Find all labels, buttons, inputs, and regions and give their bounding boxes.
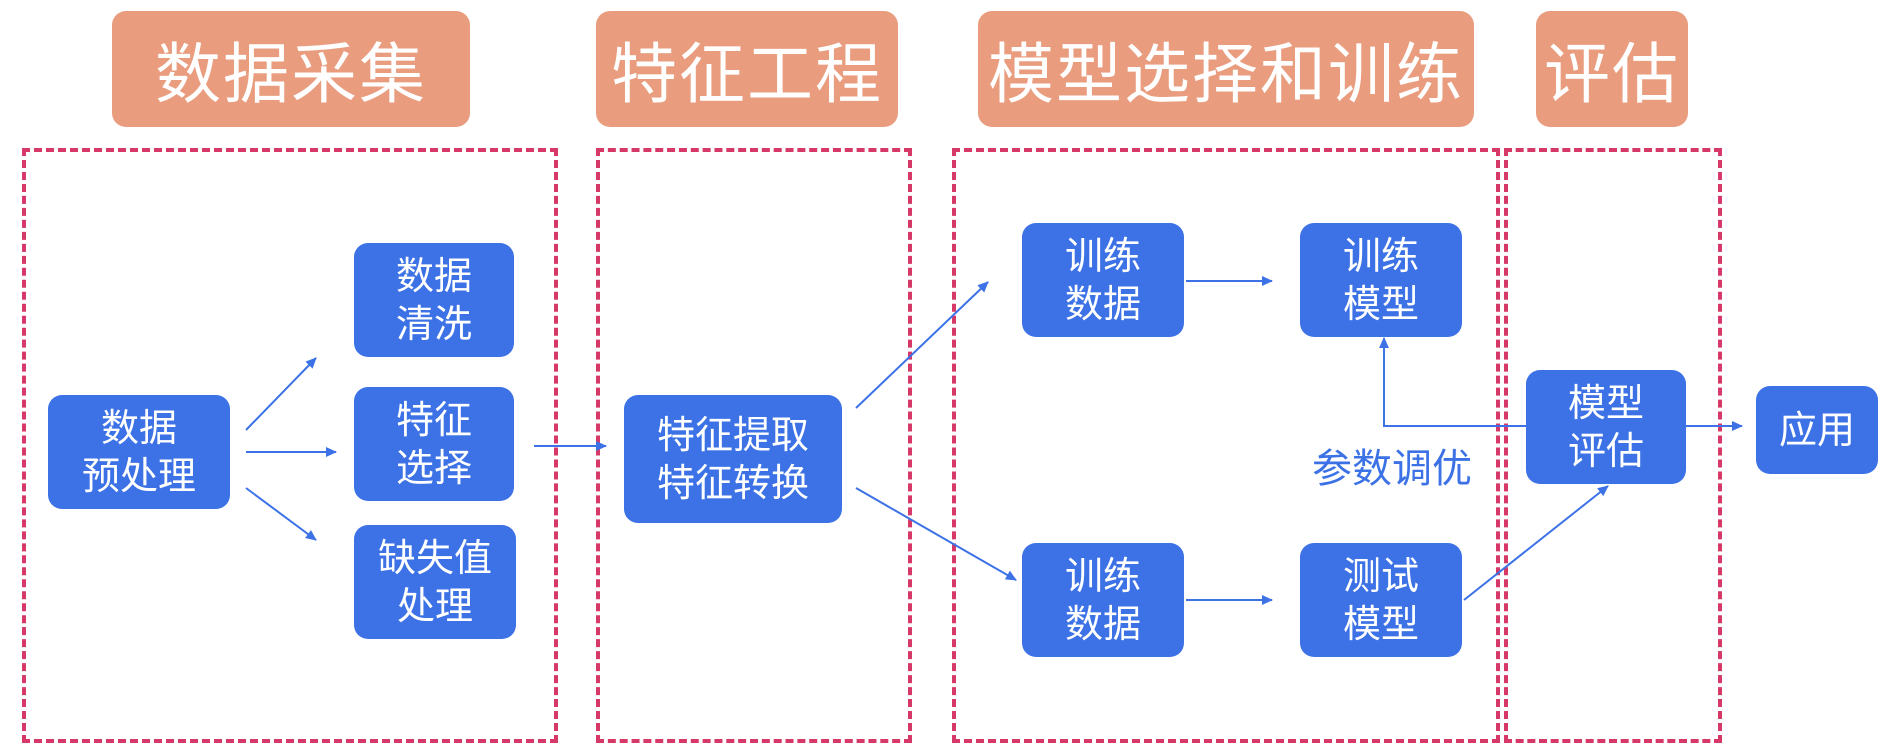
- node-feature-extract-line2: 特征转换: [656, 461, 809, 505]
- arrow-preprocess-to-cleaning: [245, 357, 317, 431]
- node-train-data-top-line2: 数据: [1064, 282, 1141, 326]
- node-cleaning-line2: 清洗: [395, 302, 472, 346]
- node-train-data-bottom-line2: 数据: [1064, 602, 1141, 646]
- node-apply: 应用: [1756, 386, 1878, 474]
- node-apply-label: 应用: [1778, 408, 1855, 452]
- stage-header-evaluation: 评估: [1536, 11, 1688, 127]
- node-train-model: 训练 模型: [1300, 223, 1462, 337]
- node-train-model-line1: 训练: [1342, 234, 1419, 278]
- node-missing-values-line2: 处理: [396, 584, 473, 628]
- node-test-model-line2: 模型: [1342, 602, 1419, 646]
- node-preprocess-line2: 预处理: [81, 454, 196, 498]
- node-train-data-bottom: 训练 数据: [1022, 543, 1184, 657]
- node-cleaning-line1: 数据: [395, 254, 472, 298]
- arrow-extract-to-train-data-top: [855, 281, 989, 409]
- node-missing-values-line1: 缺失值: [377, 536, 492, 580]
- node-train-data-top-line1: 训练: [1064, 234, 1141, 278]
- node-cleaning: 数据 清洗: [354, 243, 514, 357]
- node-test-model-line1: 测试: [1342, 554, 1419, 598]
- node-feature-extract: 特征提取 特征转换: [624, 395, 842, 523]
- node-feature-extract-line1: 特征提取: [656, 413, 809, 457]
- arrow-test-model-to-evaluate: [1463, 485, 1609, 601]
- stage-header-collection: 数据采集: [112, 11, 470, 127]
- node-train-model-line2: 模型: [1342, 282, 1419, 326]
- arrow-param-tuning-feedback: [1379, 337, 1526, 427]
- node-test-model: 测试 模型: [1300, 543, 1462, 657]
- node-preprocess-line1: 数据: [100, 406, 177, 450]
- stage-frame-model-training: [952, 148, 1500, 743]
- node-train-data-top: 训练 数据: [1022, 223, 1184, 337]
- node-evaluate-model: 模型 评估: [1526, 370, 1686, 484]
- node-evaluate-model-line2: 评估: [1567, 429, 1644, 473]
- node-evaluate-model-line1: 模型: [1567, 381, 1644, 425]
- arrow-preprocess-to-missing: [245, 487, 317, 541]
- node-train-data-bottom-line1: 训练: [1064, 554, 1141, 598]
- node-feature-select-line2: 选择: [395, 446, 472, 490]
- node-missing-values: 缺失值 处理: [354, 525, 516, 639]
- node-preprocess: 数据 预处理: [48, 395, 230, 509]
- param-tuning-label: 参数调优: [1312, 446, 1472, 492]
- node-feature-select: 特征 选择: [354, 387, 514, 501]
- stage-header-feature-engineering: 特征工程: [596, 11, 898, 127]
- node-feature-select-line1: 特征: [395, 398, 472, 442]
- arrow-extract-to-train-data-bottom: [855, 487, 1017, 581]
- stage-header-model-training: 模型选择和训练: [978, 11, 1474, 127]
- stage-frame-evaluation: [1504, 148, 1722, 743]
